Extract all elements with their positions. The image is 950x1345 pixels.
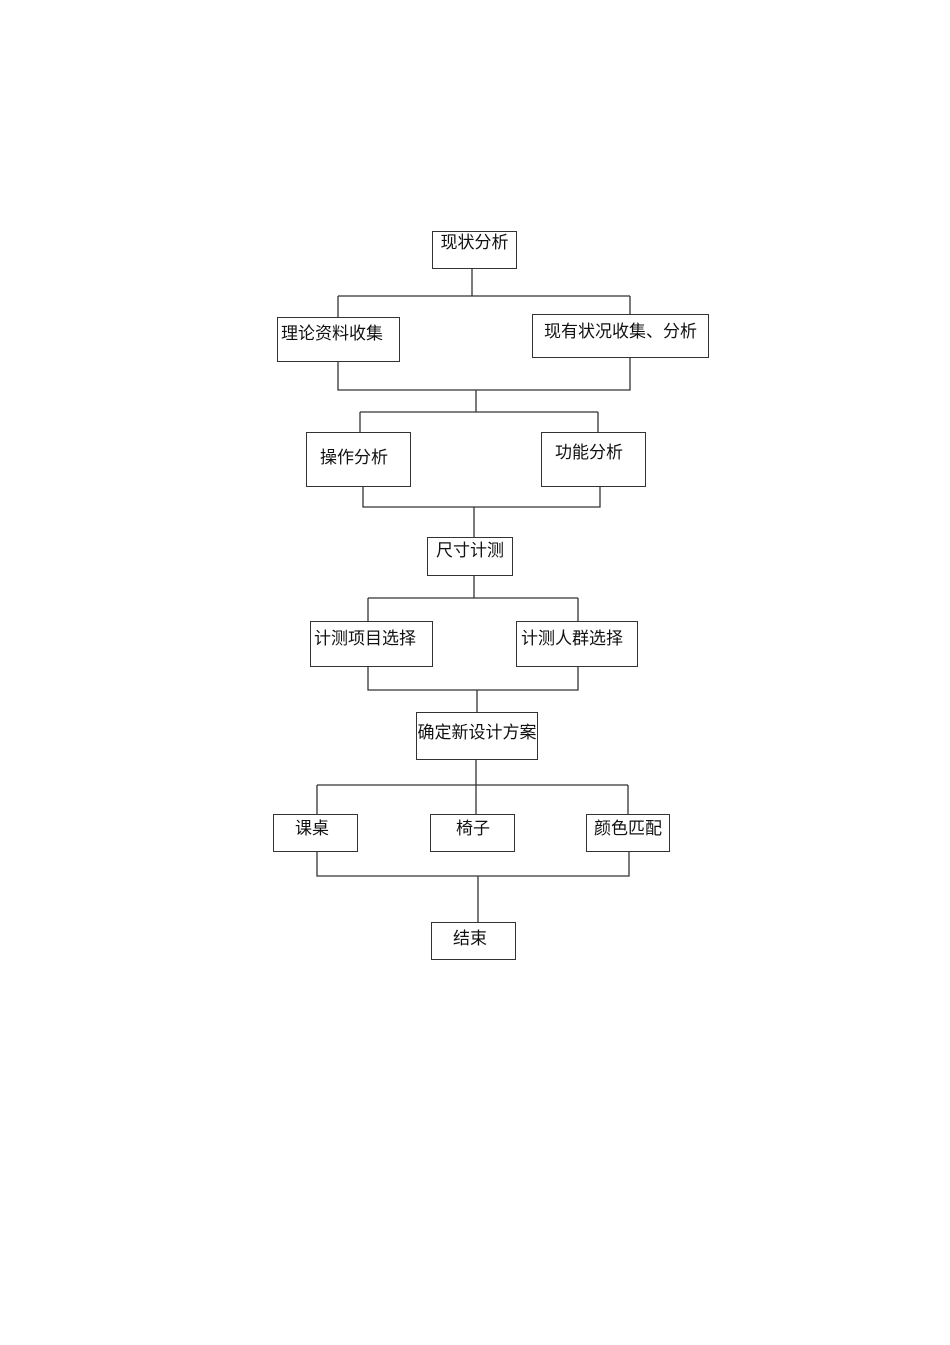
node-theory-collection: 理论资料收集 xyxy=(277,317,400,362)
node-dimension-measure-label: 尺寸计测 xyxy=(436,541,504,561)
node-new-design-label: 确定新设计方案 xyxy=(417,723,537,743)
node-end: 结束 xyxy=(431,922,516,960)
connector-selection-merge xyxy=(367,667,579,712)
node-operation-analysis: 操作分析 xyxy=(306,432,411,487)
node-measure-people: 计测人群选择 xyxy=(516,621,638,667)
connector-measure-split xyxy=(367,576,579,621)
node-color-match-label: 颜色匹配 xyxy=(594,819,662,839)
node-status-analysis: 现状分析 xyxy=(432,231,517,269)
node-function-analysis: 功能分析 xyxy=(541,432,646,487)
node-theory-collection-label: 理论资料收集 xyxy=(281,324,383,344)
connector-design-split xyxy=(316,760,629,814)
node-measure-items: 计测项目选择 xyxy=(310,621,433,667)
node-function-analysis-label: 功能分析 xyxy=(555,443,623,463)
node-measure-items-label: 计测项目选择 xyxy=(314,629,416,649)
node-chair: 椅子 xyxy=(430,814,515,852)
node-current-collection: 现有状况收集、分析 xyxy=(532,314,709,358)
connector-final-merge xyxy=(316,852,630,922)
connector-analysis-merge xyxy=(362,487,601,537)
node-dimension-measure: 尺寸计测 xyxy=(427,537,513,576)
node-operation-analysis-label: 操作分析 xyxy=(320,448,388,468)
node-end-label: 结束 xyxy=(453,929,487,949)
node-desk-label: 课桌 xyxy=(295,819,329,839)
node-color-match: 颜色匹配 xyxy=(586,814,670,852)
node-status-analysis-label: 现状分析 xyxy=(440,233,509,253)
connector-collection-merge xyxy=(337,358,631,432)
node-chair-label: 椅子 xyxy=(456,819,490,839)
node-current-collection-label: 现有状况收集、分析 xyxy=(544,322,697,342)
node-new-design: 确定新设计方案 xyxy=(416,712,538,760)
connector-status-split xyxy=(337,269,631,317)
node-desk: 课桌 xyxy=(273,814,358,852)
node-measure-people-label: 计测人群选择 xyxy=(521,629,623,649)
